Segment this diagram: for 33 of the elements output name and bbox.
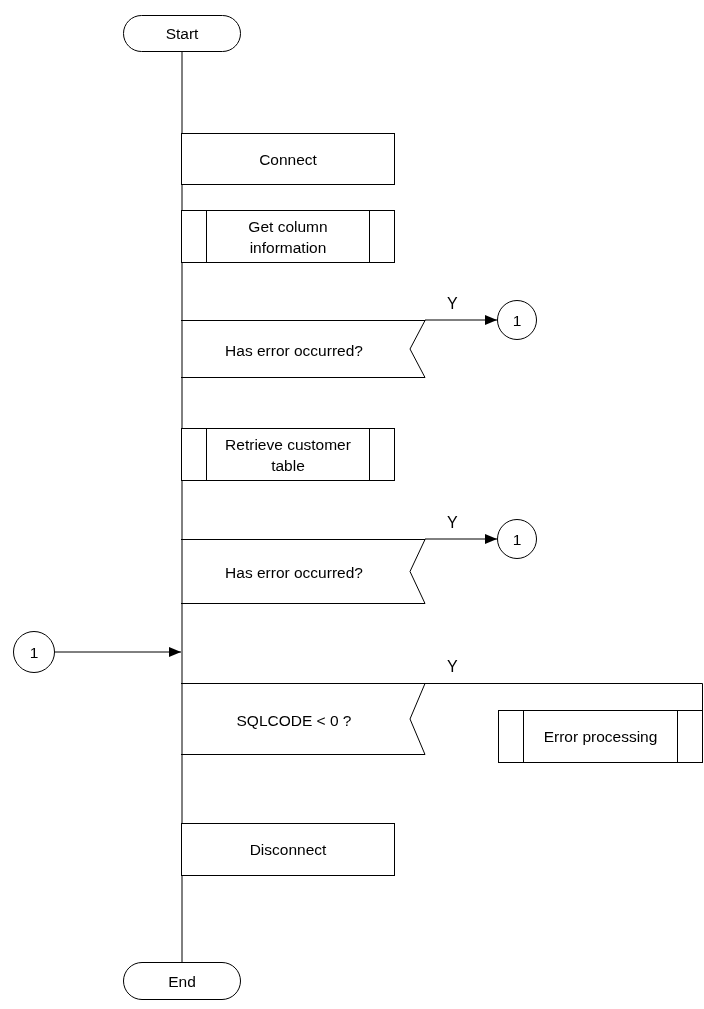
connector-number: 1 — [511, 529, 523, 550]
connector-line — [54, 647, 182, 657]
connector-line — [424, 683, 703, 711]
node-label: Get column information — [247, 216, 329, 258]
decision-shape — [181, 320, 427, 378]
edge-label: Y — [447, 513, 458, 532]
node-label: End — [167, 971, 197, 992]
decision-shape — [181, 683, 427, 755]
decision-shape — [181, 539, 427, 604]
connector-line — [424, 315, 498, 325]
subroutine-box — [498, 710, 703, 763]
process-box — [181, 823, 395, 876]
connector-number: 1 — [28, 642, 40, 663]
connector-circle — [497, 300, 537, 340]
node-label: Has error occurred? — [224, 340, 364, 361]
connector-line — [424, 534, 498, 544]
edge-label: Y — [447, 294, 458, 313]
connector-circle — [497, 519, 537, 559]
node-label: SQLCODE < 0 ? — [235, 710, 353, 731]
node-label: Start — [164, 24, 200, 44]
connector-number: 1 — [511, 310, 523, 331]
edge-label: Y — [447, 657, 458, 676]
subroutine-box — [181, 210, 395, 263]
subroutine-box — [181, 428, 395, 481]
node-label: Connect — [258, 149, 318, 170]
connector-circle — [13, 631, 55, 673]
node-label: Error processing — [542, 727, 659, 747]
terminal-shape — [123, 962, 241, 1000]
node-label: Has error occurred? — [224, 563, 364, 584]
terminal-shape — [123, 15, 241, 52]
process-box — [181, 133, 395, 185]
node-label: Disconnect — [248, 840, 328, 860]
node-label: Retrieve customer table — [224, 434, 352, 476]
